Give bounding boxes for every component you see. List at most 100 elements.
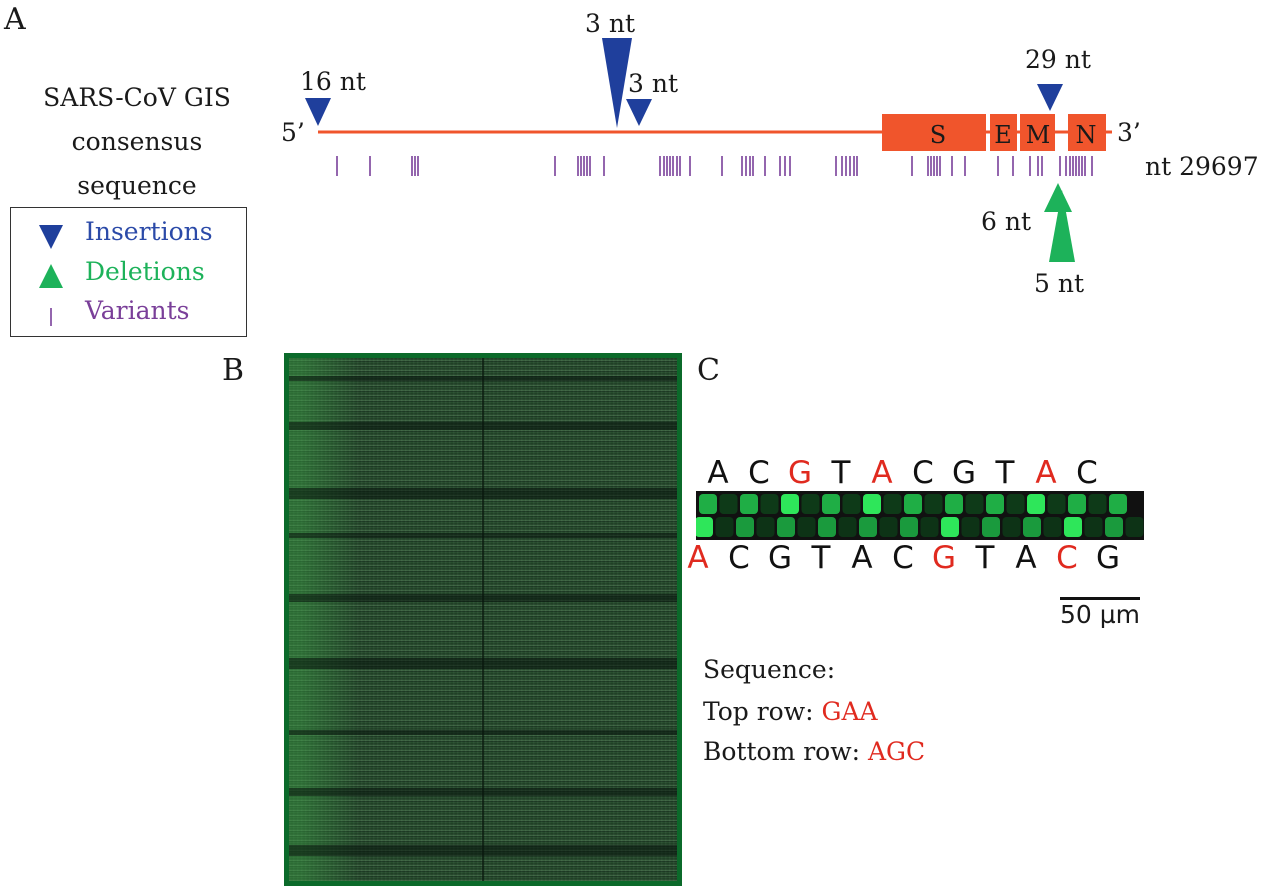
array-spot: [1044, 517, 1062, 537]
five-prime-label: 5’: [281, 118, 305, 147]
bottom-row-base: G: [765, 540, 795, 576]
array-spot: [982, 517, 1000, 537]
bottom-row-base: G: [929, 540, 959, 576]
microarray-band: [289, 533, 677, 538]
array-spot: [1105, 517, 1123, 537]
deletion-label-6nt: 6 nt: [981, 207, 1031, 236]
top-row-base: G: [785, 455, 815, 491]
array-spot: [1003, 517, 1021, 537]
array-spot: [900, 517, 918, 537]
bottom-row-base: C: [888, 540, 918, 576]
insertion-marker-3nt-small: [626, 99, 652, 126]
gene-label-e: E: [994, 121, 1012, 149]
insertion-label-29nt: 29 nt: [1025, 45, 1091, 74]
array-spot: [945, 494, 963, 514]
array-spot: [1064, 517, 1082, 537]
bottom-row-base: T: [970, 540, 1000, 576]
top-row-base: T: [826, 455, 856, 491]
microarray-band: [289, 658, 677, 669]
top-row-base: C: [744, 455, 774, 491]
top-row-base: G: [949, 455, 979, 491]
array-spot: [781, 494, 799, 514]
insertion-label-3nt-large: 3 nt: [585, 9, 635, 38]
array-spot: [822, 494, 840, 514]
array-spot: [839, 517, 857, 537]
array-spot: [986, 494, 1004, 514]
microarray-band: [289, 730, 677, 735]
nt-end-label: nt 29697: [1145, 152, 1259, 181]
array-spot: [966, 494, 984, 514]
legend-insertions-label: Insertions: [85, 217, 213, 246]
array-spot: [696, 517, 713, 537]
top-row-base: T: [990, 455, 1020, 491]
microarray-band: [289, 788, 677, 796]
array-spot: [925, 494, 943, 514]
array-spot: [1068, 494, 1086, 514]
sequence-heading: Sequence:: [703, 655, 835, 684]
insertion-label-16nt: 16 nt: [300, 67, 366, 96]
legend-deletion-icon: [39, 264, 63, 288]
scale-bar-label: 50 µm: [1060, 600, 1140, 629]
insertion-label-3nt-small: 3 nt: [628, 69, 678, 98]
gene-boxes: S E M N: [882, 114, 1106, 151]
top-row-label: Top row:: [703, 697, 822, 726]
microarray-band: [289, 422, 677, 430]
array-spot: [1109, 494, 1127, 514]
top-row-base: A: [1031, 455, 1061, 491]
top-row-base: A: [867, 455, 897, 491]
legend: Insertions Deletions Variants: [10, 207, 247, 337]
array-spot: [921, 517, 939, 537]
legend-variants-label: Variants: [85, 296, 190, 325]
array-spot: [941, 517, 959, 537]
array-spot: [1048, 494, 1066, 514]
array-spot: [716, 517, 734, 537]
legend-deletions-label: Deletions: [85, 257, 205, 286]
array-spot: [761, 494, 779, 514]
top-row-seq: GAA: [822, 697, 878, 726]
insertion-marker-16nt: [305, 98, 331, 126]
microarray-band: [289, 594, 677, 602]
bottom-row-base: G: [1093, 540, 1123, 576]
array-spot: [1126, 517, 1144, 537]
bottom-row-base: A: [1011, 540, 1041, 576]
bottom-row-base: T: [806, 540, 836, 576]
array-spot: [736, 517, 754, 537]
array-spot: [699, 494, 717, 514]
top-row-sequence: Top row: GAA: [703, 697, 878, 726]
bottom-row-base: C: [1052, 540, 1082, 576]
array-spot: [757, 517, 775, 537]
top-row-base: C: [1072, 455, 1102, 491]
microarray-band: [289, 488, 677, 499]
array-spot: [863, 494, 881, 514]
array-spot: [740, 494, 758, 514]
microarray-band: [289, 376, 677, 381]
variant-marks: [337, 156, 1092, 176]
deletion-label-5nt: 5 nt: [1034, 269, 1084, 298]
array-spot: [1089, 494, 1107, 514]
microarray-divider: [482, 358, 484, 881]
array-spot: [962, 517, 980, 537]
array-spot: [777, 517, 795, 537]
legend-insertion-icon: [39, 225, 63, 249]
array-spot: [802, 494, 820, 514]
panel-c-letter: C: [697, 353, 720, 388]
array-spot: [884, 494, 902, 514]
array-spot: [798, 517, 816, 537]
array-spot: [1007, 494, 1025, 514]
array-strip: [696, 491, 1144, 540]
array-spot: [1027, 494, 1045, 514]
insertion-marker-29nt: [1037, 84, 1063, 111]
legend-symbols: [37, 222, 67, 332]
array-spot: [904, 494, 922, 514]
top-row-base: A: [703, 455, 733, 491]
array-spot: [1023, 517, 1041, 537]
three-prime-label: 3’: [1117, 118, 1141, 147]
bottom-row-label: Bottom row:: [703, 737, 868, 766]
bottom-row-base: A: [683, 540, 713, 576]
array-spot: [843, 494, 861, 514]
bottom-row-base: A: [847, 540, 877, 576]
array-spot: [818, 517, 836, 537]
panel-b-letter: B: [222, 353, 244, 388]
gene-label-m: M: [1026, 121, 1051, 149]
gene-label-s: S: [930, 121, 946, 149]
